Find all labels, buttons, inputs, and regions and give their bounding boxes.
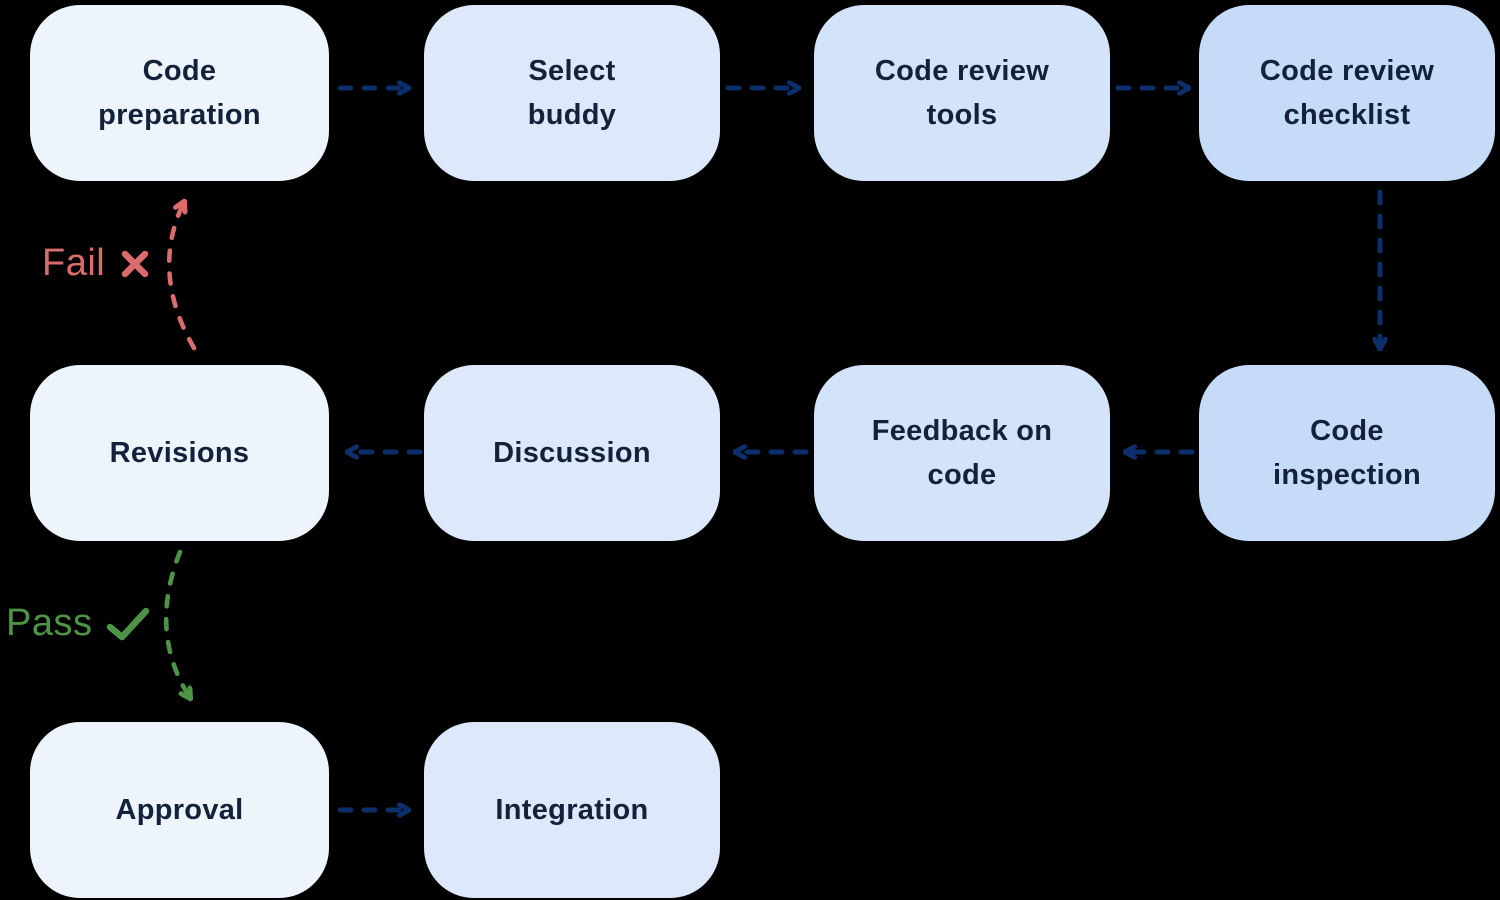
node-select-buddy: Select buddy — [424, 5, 720, 181]
node-code-inspection: Code inspection — [1199, 365, 1495, 541]
node-code-review-tools: Code review tools — [814, 5, 1110, 181]
pass-branch-label: Pass — [6, 602, 151, 645]
node-code-preparation: Code preparation — [30, 5, 329, 181]
node-label: Code review checklist — [1259, 54, 1435, 131]
node-label: Approval — [115, 793, 244, 826]
node-discussion: Discussion — [424, 365, 720, 541]
node-integration: Integration — [424, 722, 720, 898]
node-label: Code review tools — [874, 54, 1050, 131]
node-label: Discussion — [493, 436, 651, 469]
node-label: Feedback on code — [871, 414, 1053, 491]
node-label: Select buddy — [527, 54, 617, 131]
pass-label-text: Pass — [6, 602, 93, 644]
node-label: Integration — [495, 793, 649, 826]
node-revisions: Revisions — [30, 365, 329, 541]
node-label: Revisions — [109, 436, 250, 469]
node-label: Code preparation — [98, 54, 261, 131]
pass-check-icon — [107, 607, 150, 640]
node-label: Code inspection — [1272, 414, 1421, 491]
arrow-revisions-fail-to-preparation — [166, 202, 197, 351]
node-code-review-checklist: Code review checklist — [1199, 5, 1495, 181]
fail-x-icon — [121, 250, 149, 277]
fail-branch-label: Fail — [42, 242, 152, 285]
node-approval: Approval — [30, 722, 329, 898]
fail-label-text: Fail — [42, 242, 106, 284]
arrow-revisions-pass-to-approval — [163, 549, 190, 698]
node-feedback-on-code: Feedback on code — [814, 365, 1110, 541]
